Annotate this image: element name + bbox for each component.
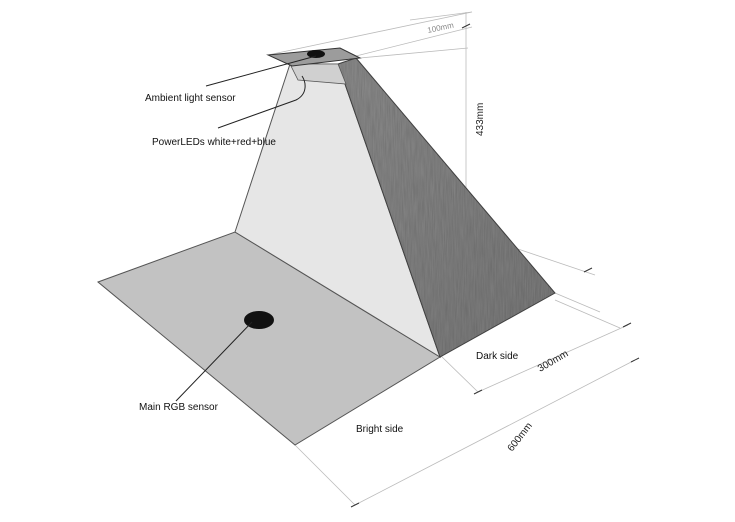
label-power-leds: PowerLEDs white+red+blue: [152, 137, 276, 148]
label-dark-side: Dark side: [476, 351, 519, 362]
main-rgb-sensor-dot: [244, 311, 274, 329]
dimension-top: 100mm: [427, 21, 455, 35]
dimension-height: 433mm: [475, 103, 486, 136]
label-main-rgb-sensor: Main RGB sensor: [139, 402, 218, 413]
label-bright-side: Bright side: [356, 424, 404, 435]
dark-face-texture: [338, 58, 555, 357]
dimension-lines: [267, 11, 636, 506]
leader-lines: [175, 55, 317, 402]
dimension-depth: 300mm: [536, 348, 570, 374]
label-ambient-light-sensor: Ambient light sensor: [145, 93, 236, 104]
dimension-width: 600mm: [506, 421, 535, 454]
ambient-sensor-dot: [307, 50, 325, 58]
